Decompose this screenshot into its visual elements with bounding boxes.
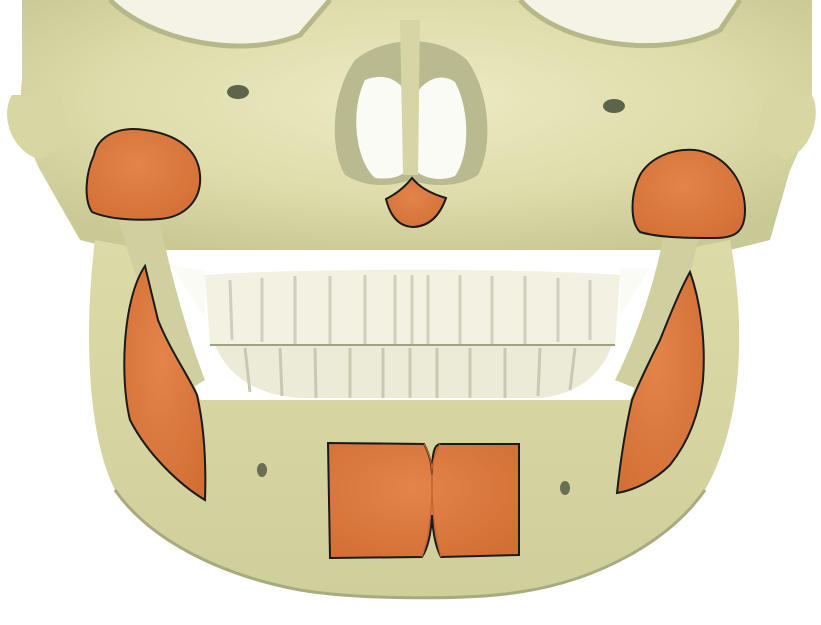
mental-foramen-right xyxy=(257,463,267,477)
nasal-opening-2 xyxy=(415,78,466,179)
foramen-left xyxy=(603,99,625,113)
upper-teeth xyxy=(205,270,620,345)
lower-teeth xyxy=(215,345,612,398)
foramen-right xyxy=(227,85,249,99)
mental-foramen-left xyxy=(560,481,570,495)
chin-highlight xyxy=(328,443,519,558)
nasal-septum xyxy=(400,20,420,175)
